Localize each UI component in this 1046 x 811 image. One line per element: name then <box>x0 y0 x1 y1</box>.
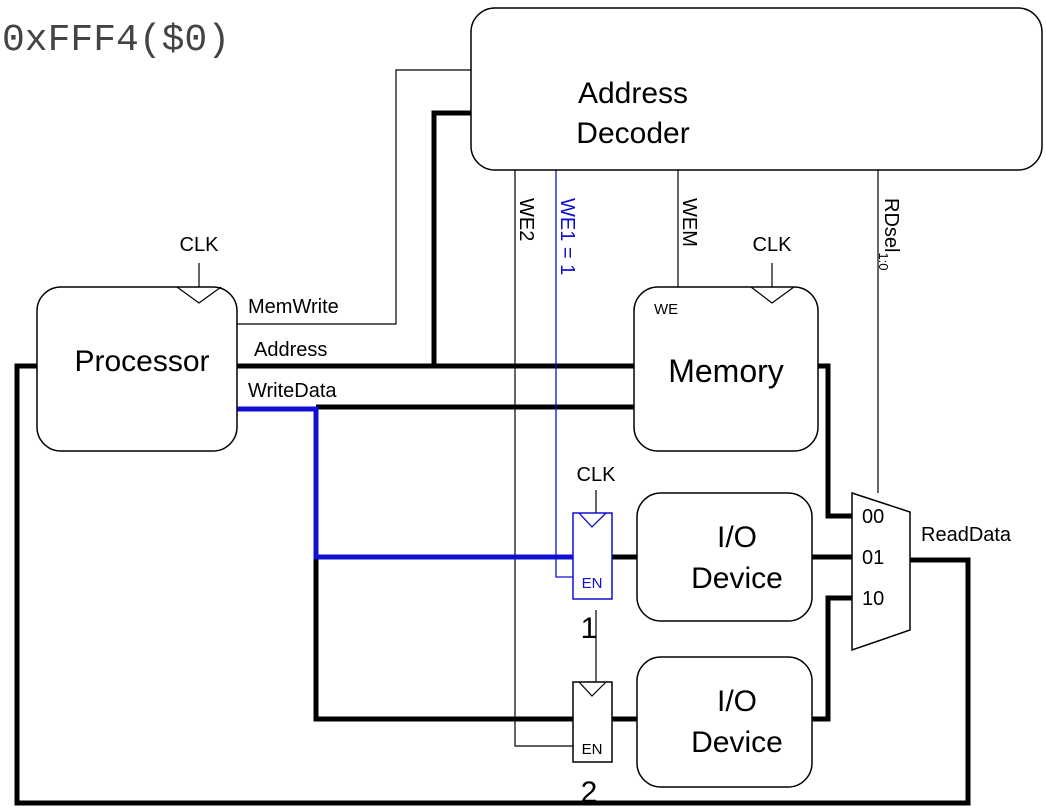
rdsel-label-main: RDsel <box>880 198 902 252</box>
address-decoder-label-line1: Address <box>578 77 688 110</box>
readdata-return-wire <box>14 363 971 806</box>
register-1-clk-label: CLK <box>577 464 617 486</box>
register-2-number: 2 <box>581 776 598 809</box>
memory-out-wire <box>818 363 852 519</box>
writedata-label: WriteData <box>248 380 337 402</box>
memory-label: Memory <box>668 353 784 389</box>
register-2-clock-triangle <box>578 681 607 697</box>
io-device-1-block <box>636 492 813 622</box>
memory-clock-triangle <box>750 286 795 304</box>
register-1-clock-triangle <box>578 512 607 528</box>
wem-label: WEM <box>678 198 700 247</box>
memory-block <box>633 286 819 452</box>
processor-clock-triangle <box>176 286 222 304</box>
io-device-1-label-line2: Device <box>691 562 783 595</box>
io-device-1-label-line1: I/O <box>717 521 757 554</box>
address-to-decoder-wire <box>431 110 471 366</box>
we1-label: WE1 = 1 <box>556 198 578 275</box>
register-1-en-label: EN <box>582 575 603 592</box>
memwrite-label: MemWrite <box>248 296 339 318</box>
memory-clk-label: CLK <box>753 234 793 256</box>
rdsel-label-subscript: 1:0 <box>876 252 891 270</box>
processor-label: Processor <box>74 345 209 378</box>
we2-wire <box>514 170 573 747</box>
register-2-en-label: EN <box>582 741 603 758</box>
memwrite-wire <box>237 69 471 325</box>
address-label: Address <box>254 339 327 361</box>
register-1-number: 1 <box>581 612 598 645</box>
rdsel-label: RDsel1:0 <box>876 198 902 271</box>
io2-out-wire <box>812 595 852 722</box>
read-data-mux <box>851 491 911 652</box>
io-device-2-label-line2: Device <box>691 726 783 759</box>
io-device-2-block <box>636 656 813 788</box>
writedata-to-io2-wire <box>313 558 573 722</box>
instruction-label: 0xFFF4($0) <box>2 19 230 62</box>
processor-block <box>36 286 238 452</box>
address-decoder-block <box>470 7 1043 171</box>
mux-input-00: 00 <box>862 506 884 528</box>
io-device-2-label-line1: I/O <box>717 685 757 718</box>
mux-input-10: 10 <box>862 588 884 610</box>
we2-label: WE2 <box>515 198 537 241</box>
address-decoder-label-line2: Decoder <box>576 117 689 150</box>
we1-wire <box>555 170 573 578</box>
readdata-label: ReadData <box>921 524 1012 546</box>
mux-input-01: 01 <box>862 547 884 569</box>
memory-we-label: WE <box>654 301 678 318</box>
processor-clk-label: CLK <box>180 234 220 256</box>
writedata-to-io1-wire <box>237 406 573 560</box>
